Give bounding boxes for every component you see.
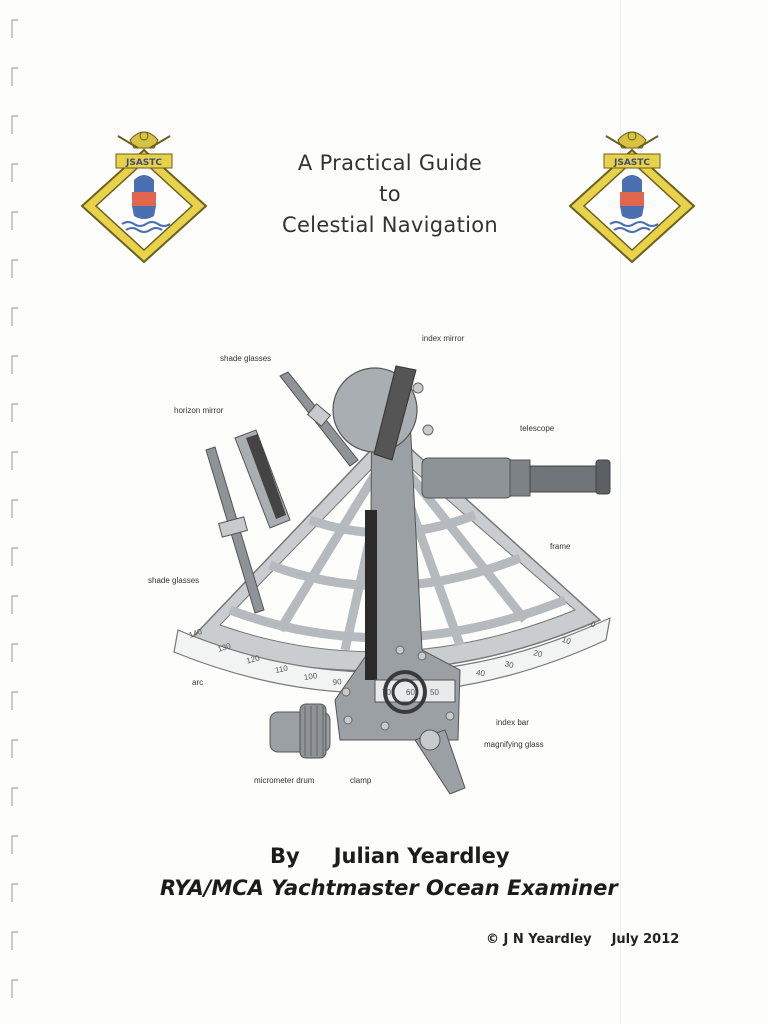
arc-scale-label: 110 — [274, 664, 289, 675]
label-frame: frame — [550, 542, 571, 551]
label-horizon-mirror: horizon mirror — [174, 406, 224, 415]
label-arc: arc — [192, 678, 204, 687]
author-line: By Julian Yeardley — [140, 840, 660, 872]
label-index-mirror: index mirror — [422, 334, 465, 343]
arc-scale-label: 100 — [303, 671, 318, 682]
arc-scale-label: 30 — [504, 659, 515, 670]
author-role: RYA/MCA Yachtmaster Ocean Examiner — [160, 876, 618, 900]
sextant-illustration: 1401301201101009080706050403020100 — [173, 365, 611, 795]
arc-scale-label: 120 — [245, 653, 261, 665]
jsastc-badge-left: JSASTC — [80, 131, 208, 264]
label-clamp: clamp — [350, 776, 372, 785]
arc-scale-label: 20 — [532, 648, 543, 659]
vernier-scale-label: 50 — [430, 688, 439, 697]
copyright-line: © J N Yeardley July 2012 — [486, 932, 679, 947]
title-line: to — [379, 182, 401, 206]
title-line: Celestial Navigation — [282, 213, 498, 237]
document-title: A Practical Guide to Celestial Navigatio… — [240, 148, 540, 241]
arc-scale-label: 40 — [475, 668, 486, 678]
badge-crest-icon — [605, 131, 659, 149]
arc-scale-label: 90 — [332, 677, 342, 687]
arc-scale-label: 140 — [188, 627, 204, 640]
arc-scale-label: 130 — [217, 641, 233, 654]
author-block: By Julian Yeardley RYA/MCA Yachtmaster Oc… — [140, 840, 660, 904]
sextant-diagram: 1401301201101009080706050403020100 — [148, 320, 620, 800]
author-name: Julian Yeardley — [333, 844, 510, 868]
badge-text: JSASTC — [613, 158, 650, 168]
label-shade-glasses-left: shade glasses — [148, 576, 200, 585]
binding-marks — [11, 19, 18, 998]
arc-scale-label: 10 — [561, 635, 573, 646]
jsastc-badge-right: JSASTC — [568, 131, 696, 264]
label-micrometer-drum: micrometer drum — [254, 776, 315, 785]
by-label: By — [270, 844, 300, 868]
vernier-scale-label: 60 — [406, 688, 415, 697]
label-magnifying-glass: magnifying glass — [484, 740, 544, 749]
label-index-bar: index bar — [496, 718, 529, 727]
badge-crest-icon — [117, 131, 171, 149]
copyright-date: July 2012 — [611, 932, 680, 947]
badge-text: JSASTC — [125, 158, 162, 168]
title-line: A Practical Guide — [297, 151, 483, 175]
page-fold-line — [620, 0, 621, 1024]
copyright-text: © J N Yeardley — [486, 932, 592, 947]
label-telescope: telescope — [520, 424, 555, 433]
arc-scale-label: 0 — [589, 619, 597, 629]
label-shade-glasses-top: shade glasses — [220, 354, 272, 363]
